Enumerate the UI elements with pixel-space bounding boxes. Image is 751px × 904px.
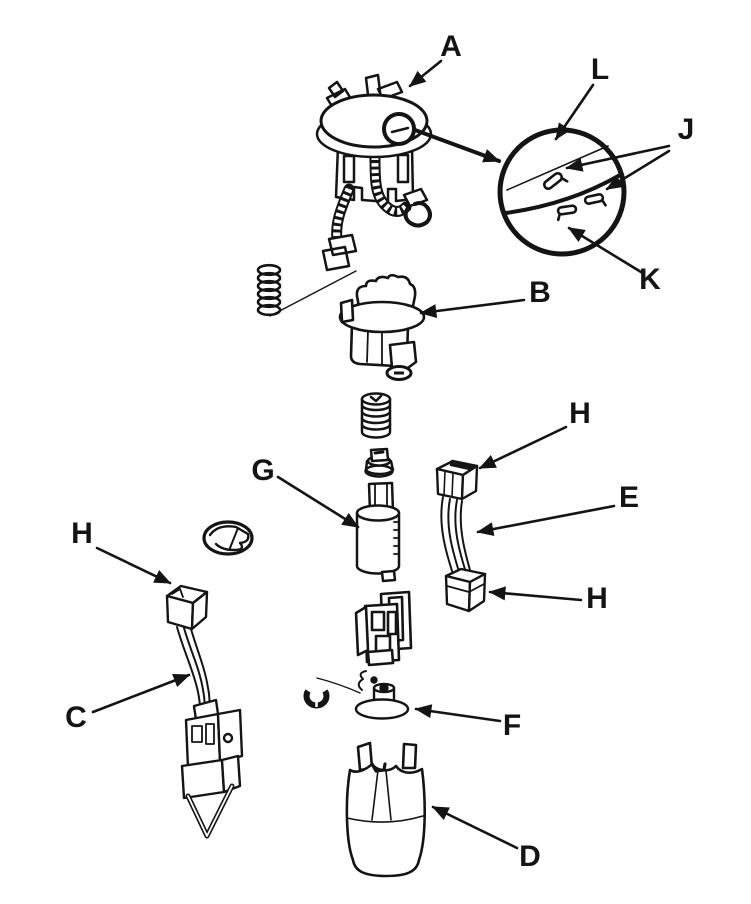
alignment-tab-3: [556, 204, 578, 222]
part-d-reservoir-cup: [345, 741, 426, 878]
float-pin: [370, 676, 378, 684]
callout-a: A: [408, 30, 462, 88]
label-b: B: [529, 276, 551, 309]
part-g-fuel-pump: [355, 481, 401, 583]
callout-e: E: [476, 481, 639, 536]
hose-left-bands: [333, 187, 353, 242]
cup-rim-step: [370, 762, 387, 773]
c-lower-hole: [222, 732, 234, 744]
c-connector-notch: [171, 588, 184, 598]
filter-left-tab: [339, 298, 355, 324]
callout-j: J: [565, 113, 695, 191]
float-wire-clip: [357, 670, 367, 691]
c-connector-front: [165, 594, 195, 631]
c-connector-side: [190, 590, 209, 631]
bracket-left-wing: [354, 605, 370, 657]
callouts: A L J K B G H E: [65, 30, 694, 873]
hose-right-bands: [371, 149, 409, 215]
callout-g: G: [251, 454, 360, 529]
spring: [256, 263, 282, 317]
float-disc: [354, 698, 410, 720]
callout-h-right-bottom: H: [488, 582, 608, 615]
fuel-strainer-stack: [360, 392, 392, 439]
e-connector-top-lines: [443, 470, 454, 498]
part-f-float-valve: [354, 670, 410, 720]
pump-ticks: [393, 521, 400, 555]
part-b-fuel-filter: [338, 273, 426, 372]
c-lower-block-front: [180, 758, 226, 800]
check-valve-cap: [364, 447, 395, 478]
c-bail-wire-core: [187, 785, 233, 837]
label-h-left: H: [71, 517, 93, 550]
filter-body-lines: [366, 329, 383, 365]
pump-body: [355, 511, 401, 575]
grommet: [385, 365, 413, 381]
filter-top-lobes: [355, 273, 417, 309]
callout-b: B: [419, 276, 551, 319]
float-cylinder-hole: [379, 683, 389, 693]
label-h-right-bottom: H: [586, 582, 608, 615]
magnifier-circle: [497, 127, 627, 257]
retainer-ring: [202, 520, 254, 556]
hose-left-fitting: [321, 233, 358, 272]
callout-h-left: H: [71, 517, 172, 585]
label-k: K: [639, 263, 661, 296]
c-lower-slots: [191, 723, 215, 745]
cap-top-box: [369, 447, 390, 463]
spring-leader-line: [269, 270, 357, 317]
label-c: C: [65, 701, 87, 734]
module-dome: [319, 93, 429, 149]
callout-d: D: [431, 805, 541, 873]
cup-right-prong: [401, 742, 418, 770]
magnifier-pointer-line: [413, 128, 501, 163]
tank-surface-line: [506, 145, 609, 191]
strainer-top-detail: [369, 394, 383, 403]
e-connector-bottom-collar: [446, 583, 485, 593]
cup-seam: [346, 815, 424, 823]
c-lower-right-plate: [216, 708, 244, 764]
alignment-tab-2: [583, 193, 607, 207]
label-j: J: [678, 113, 695, 146]
cap-slot: [373, 450, 385, 455]
label-l: L: [591, 53, 609, 86]
label-a: A: [440, 30, 462, 63]
cup-creases: [371, 769, 392, 821]
pump-bottom-nub: [380, 569, 397, 583]
callout-l: L: [554, 53, 609, 141]
magnified-detail-circle: [497, 127, 627, 257]
callout-c: C: [65, 673, 191, 734]
callout-k: K: [567, 226, 661, 296]
label-f: F: [503, 709, 521, 742]
e-connector-top-side: [460, 464, 479, 501]
flange-detail-tab: [390, 126, 410, 134]
e-clip: [303, 689, 330, 709]
part-e-jumper-harness: [435, 459, 487, 613]
filter-foot: [388, 340, 418, 372]
pump-top: [355, 504, 401, 522]
label-d: D: [519, 840, 541, 873]
bracket-foot: [366, 648, 395, 667]
part-c-sending-unit-harness: [165, 584, 244, 839]
callout-f: F: [414, 704, 521, 742]
eclip-leader-line: [316, 677, 361, 694]
e-harness-wires: [440, 496, 473, 580]
label-e: E: [619, 481, 639, 514]
strainer-ribs: [360, 403, 392, 431]
c-lower-block-side: [220, 754, 242, 794]
callout-h-right-top: H: [478, 397, 591, 470]
e-connector-bottom-side: [467, 572, 487, 613]
label-h-right-top: H: [569, 397, 591, 430]
hose-clip-hook: [403, 201, 432, 228]
part-a-fuel-pump-module: [315, 73, 433, 272]
label-g: G: [251, 454, 274, 487]
alignment-tab-1: [542, 172, 569, 190]
e-connector-bottom-front: [444, 574, 472, 613]
pump-holder-bracket: [354, 590, 413, 667]
e-connector-top-front: [435, 467, 465, 501]
strainer-top: [360, 392, 392, 406]
